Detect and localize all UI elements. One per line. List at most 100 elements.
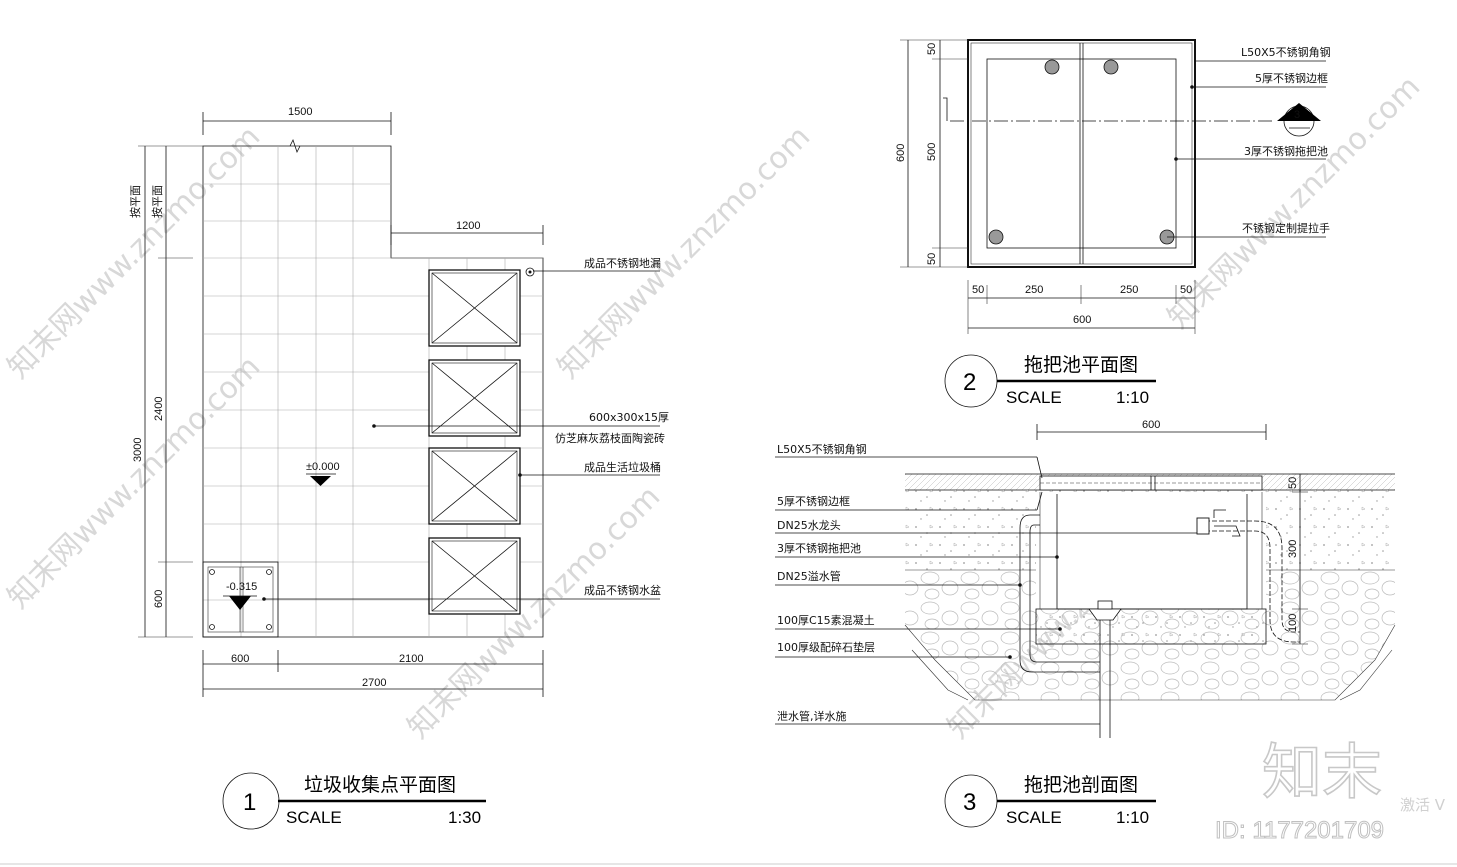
drawing-number: 2 <box>963 369 976 396</box>
excavation-line <box>911 649 969 701</box>
concrete-base <box>1035 608 1267 645</box>
trash-bin-cross <box>431 362 518 434</box>
trash-bin-inner <box>431 450 518 522</box>
note-gravel: 100厚级配碎石垫层 <box>777 640 875 654</box>
note-drain: 成品不锈钢地漏 <box>584 257 661 270</box>
sink-frame <box>967 39 1196 268</box>
leader <box>1036 491 1043 511</box>
note-frame: 5厚不锈钢边框 <box>777 495 850 508</box>
scale-value: 1:10 <box>1116 388 1149 407</box>
drawing-title: 垃圾收集点平面图 <box>304 774 456 796</box>
dim-r2: 300 <box>1287 540 1299 558</box>
scale-value: 1:10 <box>1116 808 1149 827</box>
leader-dot <box>372 424 376 428</box>
dim-r3: 100 <box>1287 614 1299 632</box>
dim-left-mid: 500 <box>926 143 938 161</box>
dim-b4: 50 <box>1180 284 1192 296</box>
note-tile-material: 仿芝麻灰荔枝面陶瓷砖 <box>555 431 665 445</box>
elevation-marker-icon <box>229 596 251 610</box>
scale-label: SCALE <box>1006 388 1062 407</box>
note-tile-size: 600x300x15厚 <box>589 411 669 424</box>
dim-left-mid: 2400 <box>153 397 165 421</box>
watermark: 知末网www.znzmo.com <box>551 119 817 385</box>
overflow-pipe <box>1019 514 1100 673</box>
floor-drain-dot <box>528 270 532 274</box>
leader-dot <box>1008 655 1012 659</box>
note-angle-steel: L50X5不锈钢角钢 <box>1241 46 1331 59</box>
dim-bottom-total: 2700 <box>362 677 386 689</box>
sink-frame-inner <box>970 42 1193 265</box>
dim-left-bottom: 50 <box>926 253 938 265</box>
note-angle-steel: L50X5不锈钢角钢 <box>777 443 867 456</box>
scale-label: SCALE <box>1006 808 1062 827</box>
trash-bin-inner <box>431 362 518 434</box>
note-concrete: 100厚C15素混凝土 <box>777 613 875 627</box>
drawing-number: 3 <box>963 789 976 816</box>
dim-top-right: 1200 <box>456 220 480 232</box>
section-cut-end <box>943 97 948 121</box>
dim-b1: 50 <box>972 284 984 296</box>
drain-cap <box>1097 600 1113 610</box>
supply-pipe <box>1205 520 1300 633</box>
note-bin: 成品生活垃圾桶 <box>584 460 661 474</box>
overflow-pipe <box>1029 524 1100 663</box>
leader-dot <box>1018 583 1022 587</box>
handle-icon <box>1103 59 1119 75</box>
scale-label: SCALE <box>286 808 342 827</box>
leader <box>1036 456 1043 479</box>
sink-bolt-icon <box>266 624 272 630</box>
drawing-1-trash-plan: -0.315 ±0.000 1500 1200 3000 2400 600 按平… <box>128 106 669 830</box>
excavation-line <box>1339 649 1393 701</box>
dim-b2: 250 <box>1025 284 1043 296</box>
faucet-handle <box>1213 509 1226 518</box>
activate-text: 激活 V <box>1400 796 1446 814</box>
dim-bottom-b: 2100 <box>399 653 423 665</box>
brand-id: ID: 1177201709 <box>1215 817 1384 844</box>
section-marker-number: 3 <box>1294 109 1300 121</box>
dim-left-top: 50 <box>926 43 938 55</box>
brand-logo: 知末 <box>1262 738 1382 808</box>
break-mark <box>289 138 301 154</box>
watermark: 知末网www.znzmo.com <box>1 349 267 615</box>
faucet-spout <box>1214 525 1241 537</box>
note-basin: 3厚不锈钢拖把池 <box>777 541 861 555</box>
handle-icon <box>1044 59 1060 75</box>
leader-dot <box>518 473 522 477</box>
trash-bin-cross <box>431 450 518 522</box>
drawing-3-mop-sink-section: 600 50 300 100 L50X5不锈钢角钢 5厚不锈钢边框 DN25水龙… <box>775 419 1396 828</box>
sink-basin-section <box>1056 494 1248 610</box>
dim-top: 600 <box>1142 419 1160 431</box>
elevation-main: ±0.000 <box>306 461 340 473</box>
leader-dot <box>1058 627 1062 631</box>
excavation-line <box>904 624 1396 701</box>
leader-dot <box>1190 85 1194 89</box>
drawing-title: 拖把池剖面图 <box>1024 774 1138 796</box>
trash-bins <box>428 269 521 615</box>
sink-pit <box>1036 492 1266 609</box>
sink-outline <box>202 561 279 638</box>
dim-bottom-a: 600 <box>231 653 249 665</box>
faucet-body <box>1196 517 1210 535</box>
elevation-basin: -0.315 <box>226 581 257 593</box>
dim-left-total: 3000 <box>132 438 144 462</box>
handle-icon <box>988 229 1004 245</box>
floor-drain-icon <box>525 267 535 277</box>
sink-bolt-icon <box>209 624 215 630</box>
dim-top: 1500 <box>288 106 312 118</box>
note-frame: 5厚不锈钢边框 <box>1255 72 1328 85</box>
note-handle: 不锈钢定制提拉手 <box>1242 221 1330 235</box>
note-basin: 3厚不锈钢拖把池 <box>1244 144 1328 158</box>
scale-value: 1:30 <box>448 808 481 827</box>
drawing-title: 拖把池平面图 <box>1024 354 1138 376</box>
drawing-2-mop-sink-plan: 3 600 50 500 50 50 250 250 50 600 L50X5不… <box>895 39 1331 408</box>
trash-bin-cross <box>431 272 518 344</box>
supply-pipe <box>1205 530 1300 643</box>
sink-bolt-icon <box>266 569 272 575</box>
note-faucet: DN25水龙头 <box>777 519 841 532</box>
leader-dot <box>1055 555 1059 559</box>
note-drain-pipe: 泄水管,详水施 <box>777 709 847 723</box>
leader-dot <box>262 597 266 601</box>
side-label: 按平面 <box>150 185 164 218</box>
note-sink: 成品不锈钢水盆 <box>584 583 661 597</box>
watermark: 知末网www.znzmo.com <box>1 119 267 385</box>
